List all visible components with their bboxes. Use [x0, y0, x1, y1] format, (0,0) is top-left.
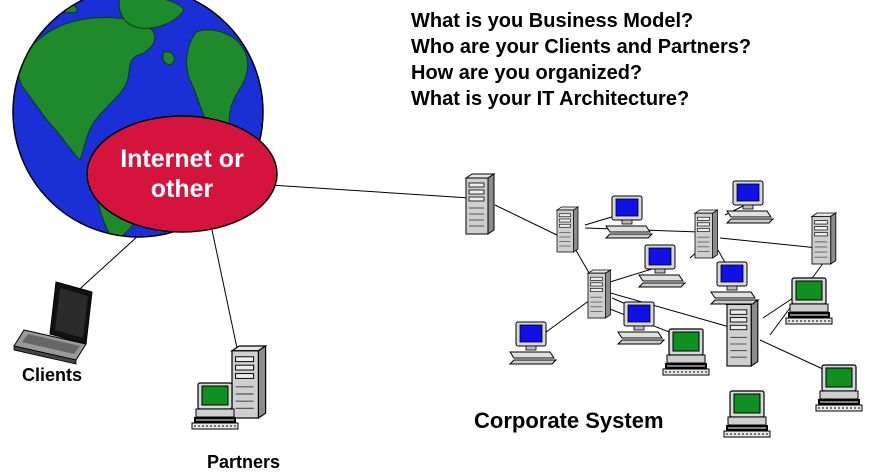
corporate-server-icon [465, 173, 495, 235]
workstation-pc-icon [723, 390, 771, 438]
internet-hub-shape [86, 115, 278, 233]
corporate-server-icon [726, 299, 759, 367]
corporate-server-icon [556, 206, 579, 253]
workstation-monitor-icon [605, 195, 653, 239]
laptop-icon [13, 281, 93, 365]
partners-pc-icon [191, 382, 239, 430]
clients-label: Clients [22, 365, 83, 385]
internet-hub-label: Internet or other [92, 144, 272, 204]
hub-label-line1: Internet or [120, 145, 244, 173]
questions-list: What is you Business Model? Who are your… [411, 8, 751, 112]
question-it-architecture: What is your IT Architecture? [411, 88, 690, 110]
partners-label: Partners [207, 452, 281, 472]
workstation-pc-icon [785, 277, 833, 325]
partners-server-icon [231, 345, 267, 419]
workstation-monitor-icon [617, 301, 665, 345]
workstation-monitor-icon [509, 321, 557, 365]
question-business-model: What is you Business Model? [411, 10, 694, 32]
hub-label-line2: other [150, 175, 214, 203]
corporate-server-icon [694, 209, 718, 259]
workstation-pc-icon [662, 328, 710, 376]
workstation-monitor-icon [638, 244, 686, 288]
question-organization: How are you organized? [411, 62, 643, 84]
corporate-server-icon [811, 212, 837, 265]
workstation-monitor-icon [710, 261, 758, 305]
question-clients-partners: Who are your Clients and Partners? [411, 36, 752, 58]
corporate-system-label: Corporate System [474, 408, 664, 433]
workstation-monitor-icon [726, 180, 774, 224]
workstation-pc-icon [815, 364, 863, 412]
corporate-server-icon [587, 269, 611, 319]
